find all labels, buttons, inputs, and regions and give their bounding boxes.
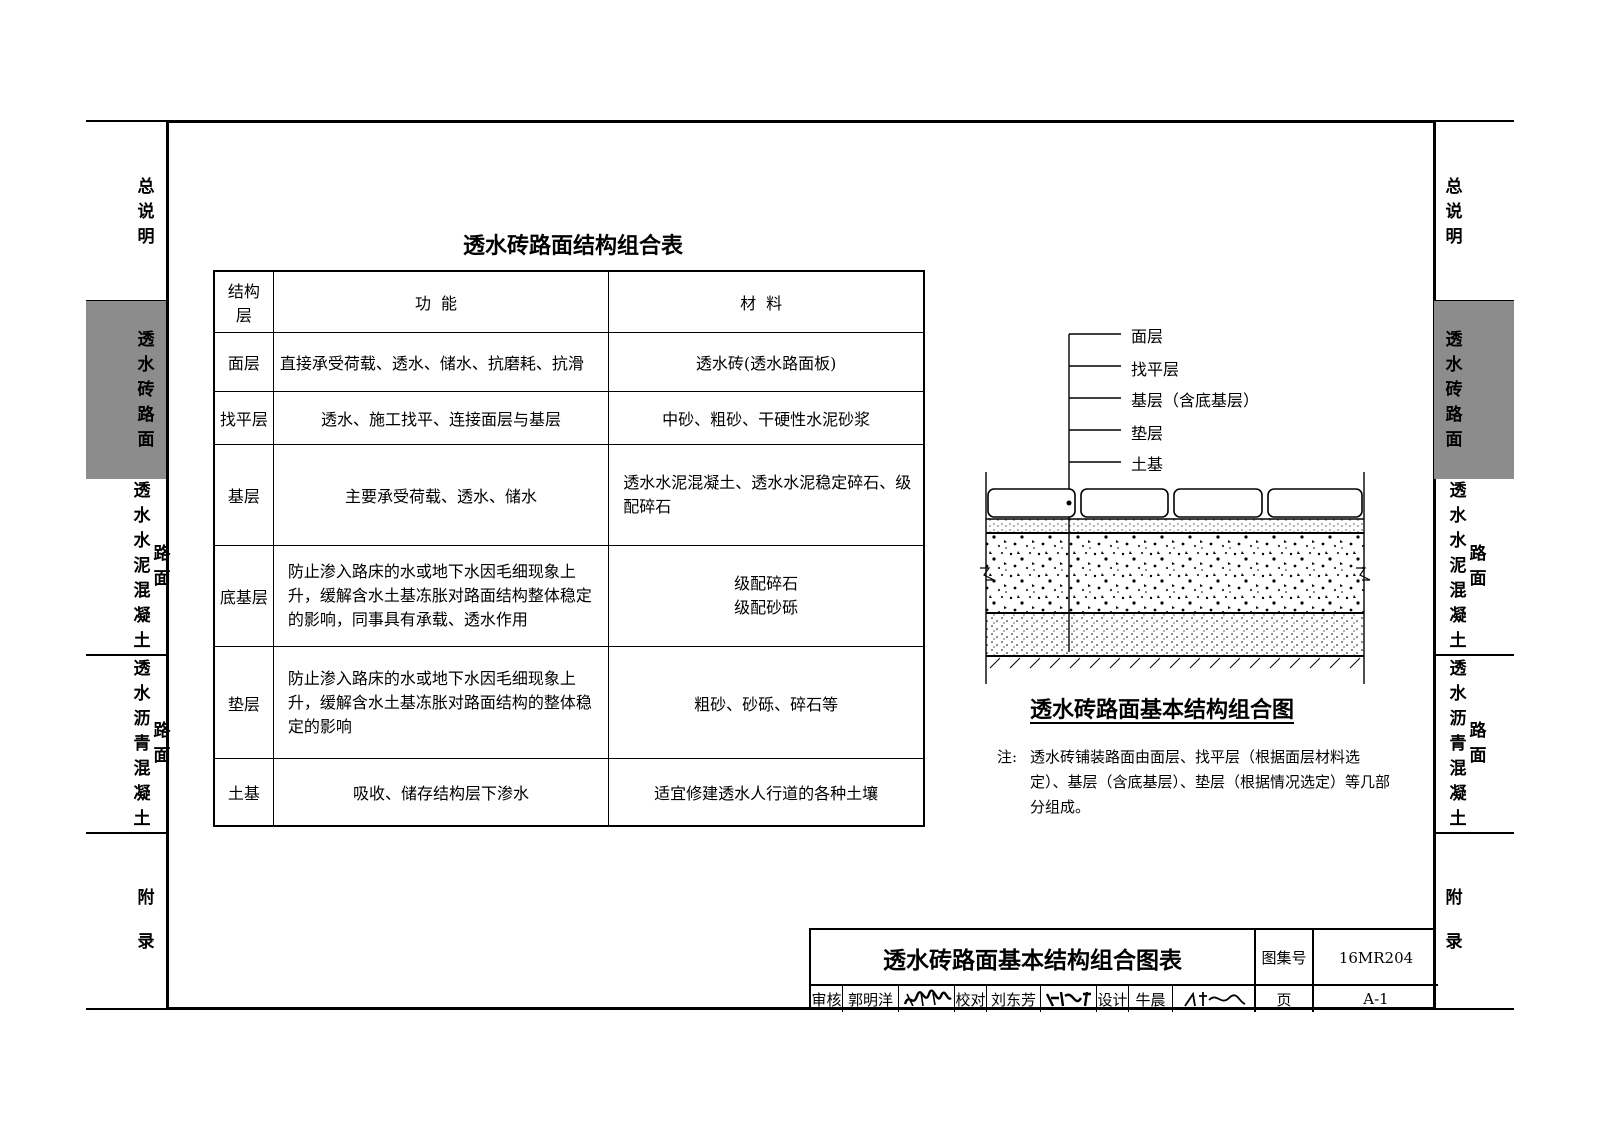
top-rule-left	[86, 120, 168, 122]
cell-layer: 找平层	[213, 391, 274, 445]
side-tab-label: 附录	[1445, 888, 1463, 952]
page-label: 页	[1256, 986, 1314, 1012]
header-function: 功能	[272, 270, 610, 333]
page-number: A-1	[1363, 990, 1389, 1008]
side-tab-label: 总说明	[1445, 176, 1463, 247]
note-label: 注:	[997, 748, 1018, 766]
cell-function: 吸收、储存结构层下渗水	[272, 758, 610, 826]
side-tab-label: 透水沥青混凝土	[1449, 658, 1467, 829]
table-row: 基层 主要承受荷载、透水、储水 透水水泥混凝土、透水水泥稳定碎石、级配碎石	[213, 444, 925, 546]
cell-function: 主要承受荷载、透水、储水	[272, 444, 610, 546]
brick	[1080, 488, 1169, 518]
bottom-rule-right	[1434, 1008, 1514, 1010]
structure-table: 结构层 功能 材料 面层 直接承受荷载、透水、储水、抗磨耗、抗滑 透水砖(透水路…	[213, 270, 925, 827]
cell-material: 中砂、粗砂、干硬性水泥砂浆	[608, 391, 925, 445]
cell-material: 适宜修建透水人行道的各种土壤	[608, 758, 925, 826]
table-row: 底基层 防止渗入路床的水或地下水因毛细现象上升，缓解含水土基冻胀对路面结构整体稳…	[213, 545, 925, 647]
cell-material: 透水水泥混凝土、透水水泥稳定碎石、级配碎石	[608, 444, 925, 546]
label-subgrade: 土基	[1131, 455, 1164, 474]
brick	[1267, 488, 1363, 518]
designer-signature	[1173, 986, 1256, 1012]
break-mark-left	[980, 567, 995, 581]
drawing-title: 透水砖路面基本结构组合图表	[811, 930, 1256, 985]
brick	[1173, 488, 1263, 518]
check-label: 校对	[955, 986, 987, 1012]
pavement-section-diagram	[980, 333, 1371, 684]
side-tab-label: 透水砖路面	[137, 329, 155, 450]
table-title: 透水砖路面结构组合表	[463, 234, 684, 259]
reviewer-signature	[899, 986, 955, 1012]
levelling-layer	[986, 519, 1364, 532]
atlas-number: 16MR204	[1338, 948, 1414, 967]
side-tab-label: 路面	[153, 543, 171, 589]
side-tab-concrete[interactable]: 透水水泥混凝土 路面	[1434, 479, 1514, 654]
side-tab-brick[interactable]: 透水砖路面	[1434, 301, 1514, 479]
side-tab-label: 透水水泥混凝土	[1449, 481, 1467, 651]
review-label: 审核	[811, 986, 843, 1012]
leader-dot	[1066, 500, 1072, 506]
table-header-row: 结构层 功能 材料	[213, 270, 925, 333]
reviewer-name: 郭明洋	[843, 986, 899, 1012]
side-tab-label: 路面	[1469, 543, 1487, 589]
break-mark-right	[1356, 567, 1371, 581]
note-text: 透水砖铺装路面由面层、找平层（根据面层材料选定）、基层（含底基层）、垫层（根据情…	[1030, 748, 1391, 816]
checker-signature	[1041, 986, 1097, 1012]
drawing-frame	[166, 120, 1436, 1010]
brick	[987, 488, 1076, 518]
cell-material: 级配碎石 级配砂砾	[608, 545, 925, 647]
label-levelling-layer: 找平层	[1131, 360, 1180, 379]
side-tab-label: 总说明	[137, 176, 155, 247]
label-base-layer: 基层（含底基层）	[1131, 391, 1260, 410]
header-layer: 结构层	[213, 270, 274, 333]
design-label: 设计	[1097, 986, 1129, 1012]
cushion-layer	[986, 614, 1364, 656]
header-material: 材料	[608, 270, 925, 333]
label-surface-layer: 面层	[1131, 327, 1164, 346]
subgrade-hatch	[989, 657, 1361, 669]
side-tab-asphalt[interactable]: 透水沥青混凝土 路面	[86, 656, 171, 832]
diagram-title: 透水砖路面基本结构组合图	[1030, 698, 1295, 723]
table-row: 找平层 透水、施工找平、连接面层与基层 中砂、粗砂、干硬性水泥砂浆	[213, 391, 925, 445]
base-layer	[986, 534, 1364, 612]
cell-layer: 底基层	[213, 545, 274, 647]
side-tab-general[interactable]: 总说明	[86, 124, 166, 300]
bottom-rule-left	[86, 1008, 168, 1010]
side-tab-label: 透水砖路面	[1445, 329, 1463, 450]
cell-function: 防止渗入路床的水或地下水因毛细现象上升，缓解含水土基冻胀对路面结构的整体稳定的影…	[272, 646, 610, 759]
cell-layer: 土基	[213, 758, 274, 826]
checker-name: 刘东芳	[987, 986, 1041, 1012]
side-tab-label: 透水水泥混凝土	[133, 481, 151, 651]
side-tab-label: 路面	[1469, 721, 1487, 766]
side-tab-appendix[interactable]: 附录	[1434, 834, 1514, 1006]
cell-layer: 基层	[213, 444, 274, 546]
title-block: 透水砖路面基本结构组合图表 图集号 16MR204 审核 郭明洋 校对 刘东芳 …	[809, 928, 1438, 1012]
cell-function: 直接承受荷载、透水、储水、抗磨耗、抗滑	[272, 332, 610, 392]
table-row: 面层 直接承受荷载、透水、储水、抗磨耗、抗滑 透水砖(透水路面板)	[213, 332, 925, 392]
table-row: 土基 吸收、储存结构层下渗水 适宜修建透水人行道的各种土壤	[213, 758, 925, 826]
side-tab-label: 附录	[137, 888, 155, 952]
side-tab-concrete[interactable]: 透水水泥混凝土 路面	[86, 479, 171, 654]
cell-layer: 面层	[213, 332, 274, 392]
side-tab-label: 路面	[153, 721, 171, 766]
side-tab-label: 透水沥青混凝土	[133, 658, 151, 829]
cell-function: 防止渗入路床的水或地下水因毛细现象上升，缓解含水土基冻胀对路面结构整体稳定的影响…	[272, 545, 610, 647]
table-row: 垫层 防止渗入路床的水或地下水因毛细现象上升，缓解含水土基冻胀对路面结构的整体稳…	[213, 646, 925, 759]
atlas-label: 图集号	[1256, 930, 1314, 985]
cell-material: 透水砖(透水路面板)	[608, 332, 925, 392]
top-rule-right	[1434, 120, 1514, 122]
cell-layer: 垫层	[213, 646, 274, 759]
side-tab-appendix[interactable]: 附录	[86, 834, 166, 1006]
cell-material: 粗砂、砂砾、碎石等	[608, 646, 925, 759]
designer-name: 牛晨	[1129, 986, 1173, 1012]
side-tab-brick[interactable]: 透水砖路面	[86, 301, 166, 479]
side-tab-asphalt[interactable]: 透水沥青混凝土 路面	[1434, 656, 1514, 832]
cell-function: 透水、施工找平、连接面层与基层	[272, 391, 610, 445]
side-tab-general[interactable]: 总说明	[1434, 124, 1514, 300]
label-cushion-layer: 垫层	[1131, 424, 1164, 443]
